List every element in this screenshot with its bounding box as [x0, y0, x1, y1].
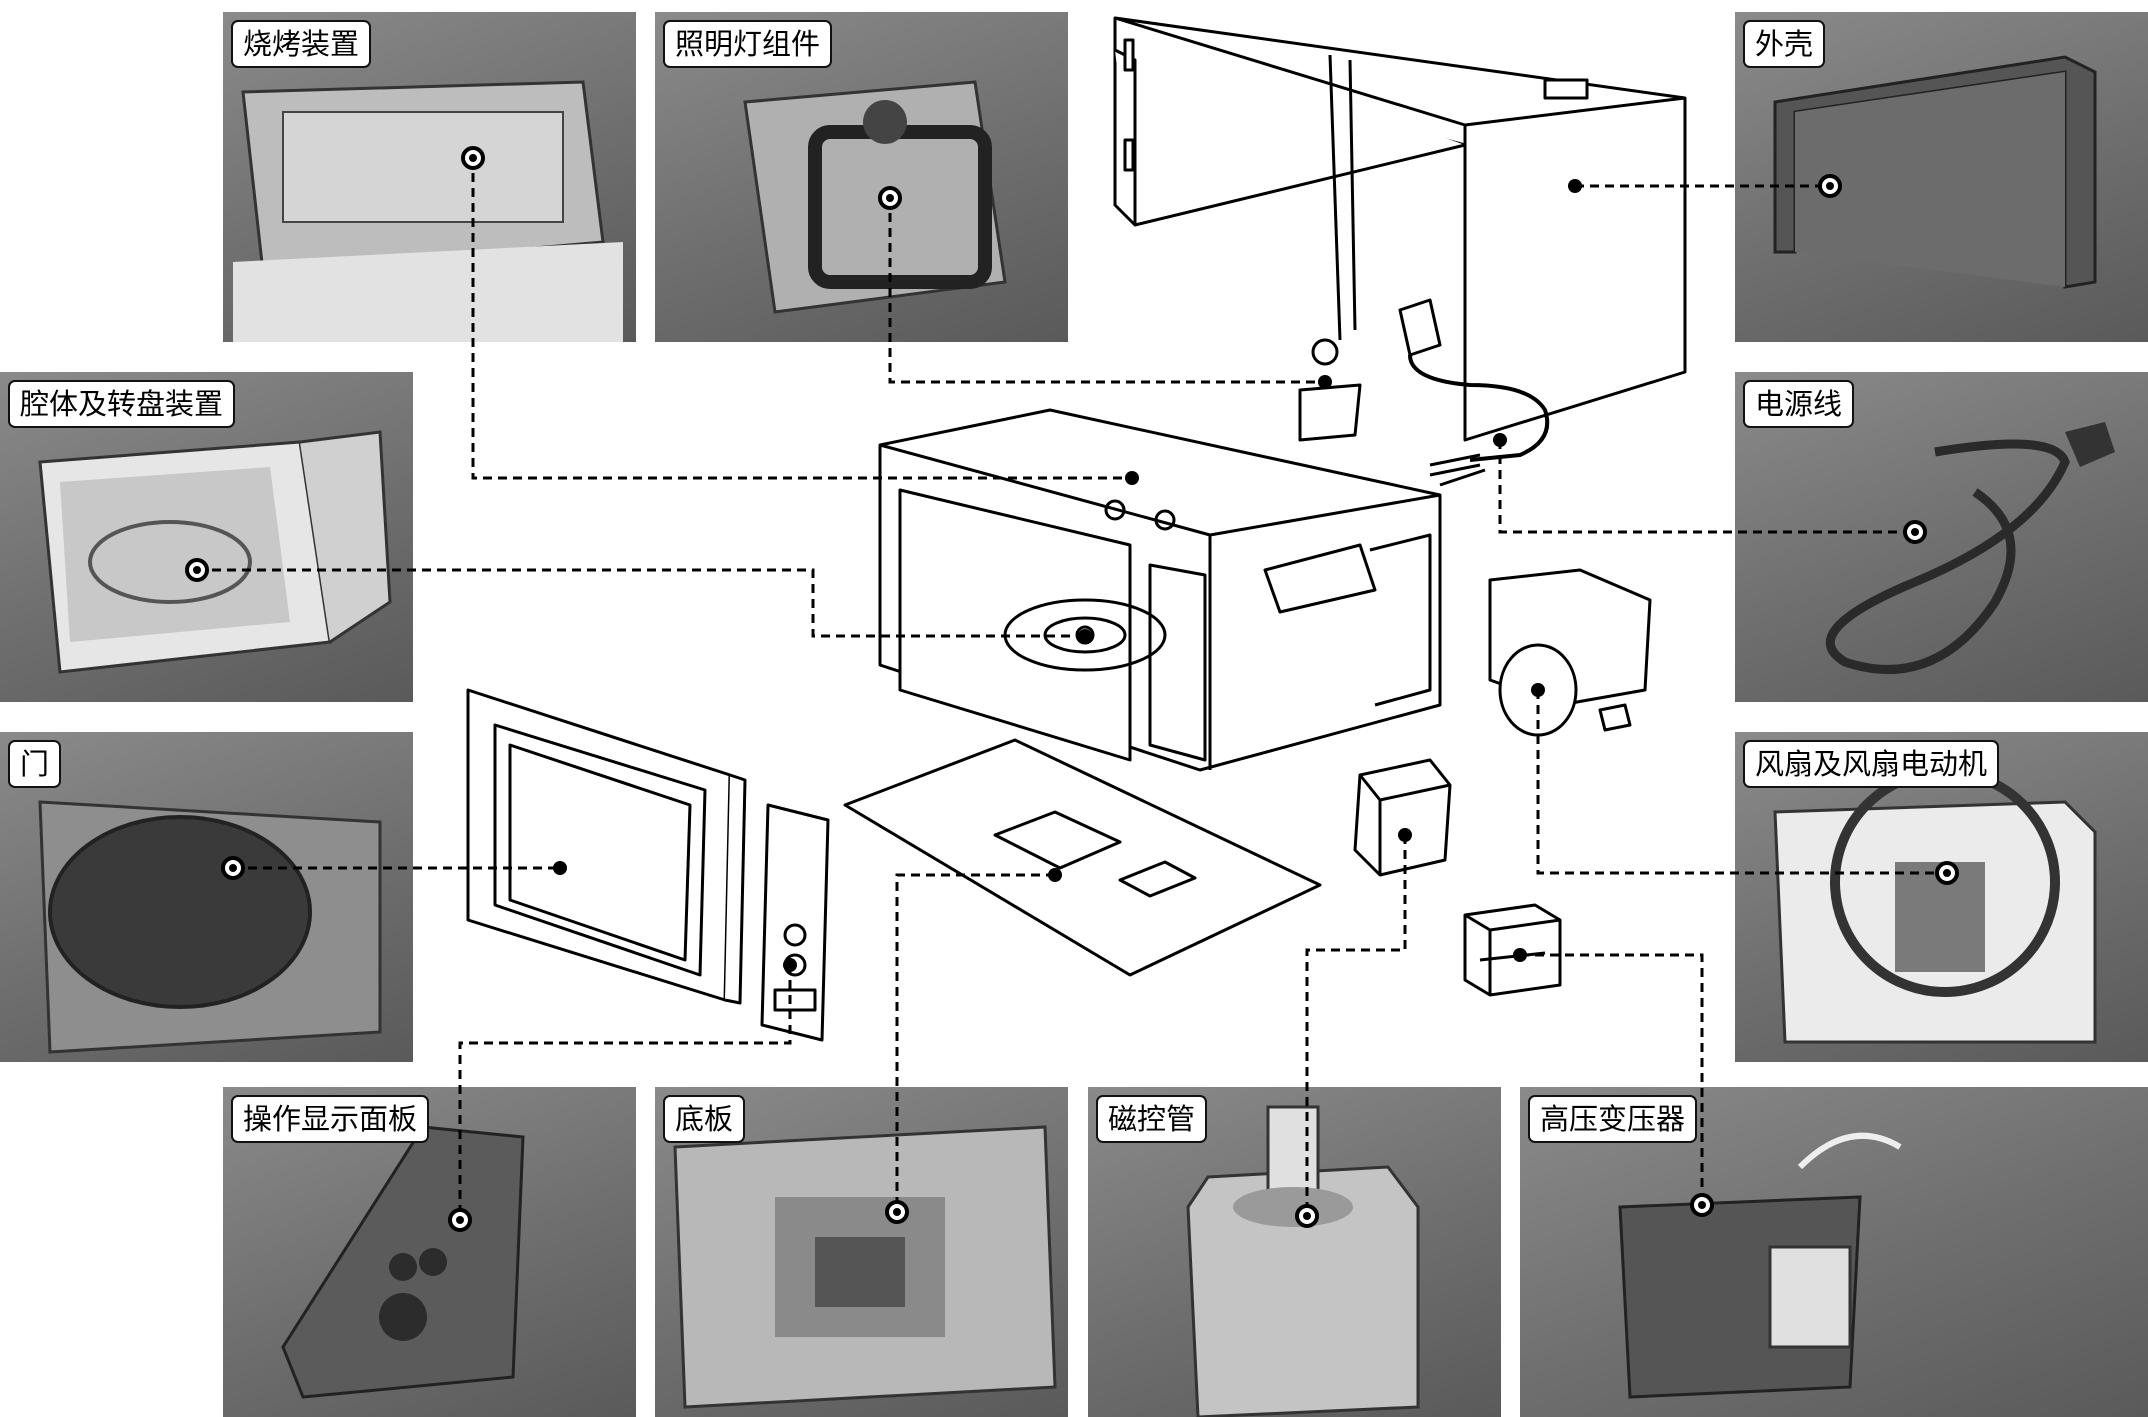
magnetron-drawing — [1353, 758, 1452, 877]
transformer-photo: 高压变压器 — [1520, 1087, 2148, 1417]
shell-label: 外壳 — [1743, 20, 1826, 68]
grill-photo: 烧烤装置 — [223, 12, 636, 342]
door-label: 门 — [8, 740, 62, 788]
shell-photo: 外壳 — [1735, 12, 2148, 342]
door-drawing — [466, 688, 747, 1005]
base-photo: 底板 — [655, 1087, 1068, 1417]
panel-photo: 操作显示面板 — [223, 1087, 636, 1417]
cavity-photo: 腔体及转盘装置 — [0, 372, 413, 702]
lamp-and-cord-drawing — [1298, 298, 1550, 487]
cavity-label: 腔体及转盘装置 — [8, 380, 236, 428]
fan-drawing — [1488, 568, 1652, 737]
lamp-label: 照明灯组件 — [663, 20, 833, 68]
magnetron-photo: 磁控管 — [1088, 1087, 1501, 1417]
shell-drawing — [1113, 16, 1687, 442]
magnetron-label: 磁控管 — [1096, 1095, 1208, 1143]
door-photo: 门 — [0, 732, 413, 1062]
cord-label: 电源线 — [1743, 380, 1855, 428]
panel-label: 操作显示面板 — [231, 1095, 430, 1143]
grill-label: 烧烤装置 — [231, 20, 372, 68]
cord-photo: 电源线 — [1735, 372, 2148, 702]
transformer-label: 高压变压器 — [1528, 1095, 1698, 1143]
cavity-drawing — [878, 408, 1442, 772]
panel-drawing — [760, 803, 830, 1042]
base-label: 底板 — [663, 1095, 746, 1143]
fan-label: 风扇及风扇电动机 — [1743, 740, 2000, 788]
transformer-drawing — [1463, 903, 1562, 997]
lamp-photo: 照明灯组件 — [655, 12, 1068, 342]
base-drawing — [843, 738, 1322, 977]
fan-photo: 风扇及风扇电动机 — [1735, 732, 2148, 1062]
